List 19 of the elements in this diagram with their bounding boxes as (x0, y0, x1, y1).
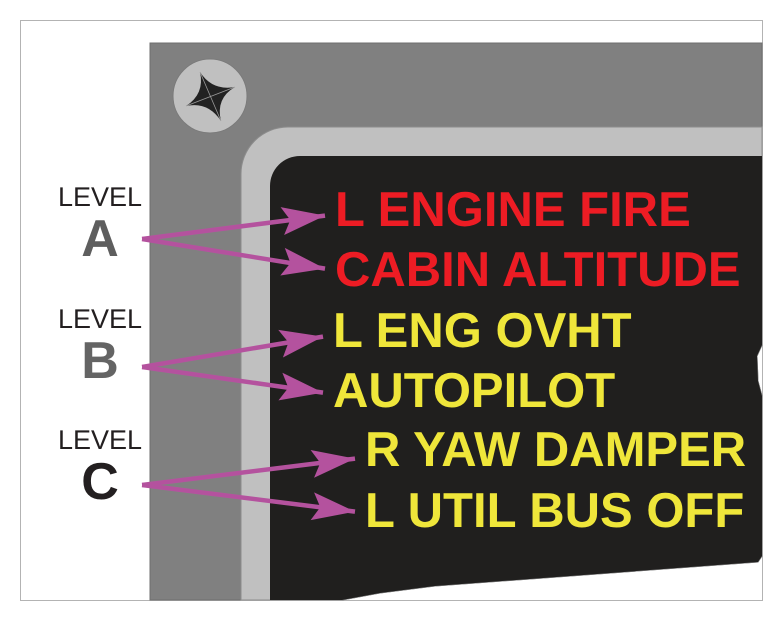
arrow (142, 364, 324, 400)
alert-message: L UTIL BUS OFF (355, 486, 744, 536)
alert-message: AUTOPILOT (323, 366, 616, 416)
level-label: LEVEL (58, 184, 142, 211)
level-letter: A (81, 213, 119, 265)
alert-message: L ENGINE FIRE (325, 186, 691, 235)
alert-message: R YAW DAMPER (355, 426, 746, 475)
level-letter: B (81, 335, 119, 387)
arrow (142, 450, 356, 488)
alert-message: CABIN ALTITUDE (325, 246, 741, 295)
level-label: LEVEL (58, 427, 142, 454)
arrow (142, 330, 324, 370)
display-screen (270, 156, 762, 600)
level-letter: C (81, 456, 119, 508)
arrow (142, 482, 356, 520)
arrow (142, 207, 326, 242)
level-label: LEVEL (58, 306, 142, 333)
arrow (142, 236, 326, 276)
alert-message: L ENG OVHT (323, 306, 632, 356)
